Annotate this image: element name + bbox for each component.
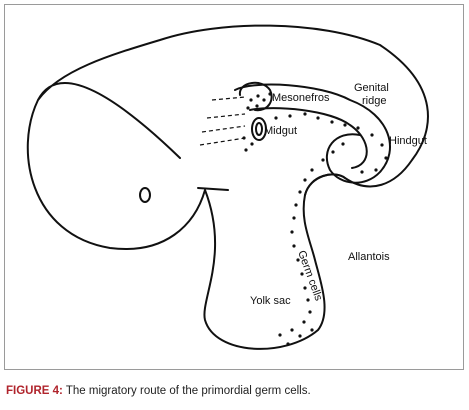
label-ridge: ridge <box>362 95 386 107</box>
midgut-tube <box>251 117 267 141</box>
midgut-lumen <box>255 122 263 136</box>
caption-text: The migratory route of the primordial ge… <box>62 385 311 397</box>
eye <box>139 187 151 203</box>
label-allantois: Allantois <box>348 251 390 263</box>
gut-tube <box>234 83 391 184</box>
caption-lead: FIGURE 4: <box>6 385 63 397</box>
label-hindgut: Hindgut <box>389 135 427 147</box>
allantois-outline <box>304 173 346 196</box>
figure-caption: FIGURE 4: The migratory route of the pri… <box>6 385 311 397</box>
label-genital: Genital <box>354 82 389 94</box>
label-midgut: Midgut <box>264 125 297 137</box>
embryo-diagram: Mesonefros Genital ridge Midgut Hindgut … <box>26 24 429 350</box>
gut-tube-inner <box>249 107 368 169</box>
label-mesonefros: Mesonefros <box>272 92 330 104</box>
embryo-body-outline <box>26 24 429 350</box>
germ-cell-dots <box>242 92 388 346</box>
figure-frame <box>4 4 464 370</box>
mesonephros-outline <box>238 81 273 112</box>
label-yolk-sac: Yolk sac <box>250 295 291 307</box>
inner-fold-line <box>197 187 229 191</box>
dashed-lines <box>199 96 246 146</box>
